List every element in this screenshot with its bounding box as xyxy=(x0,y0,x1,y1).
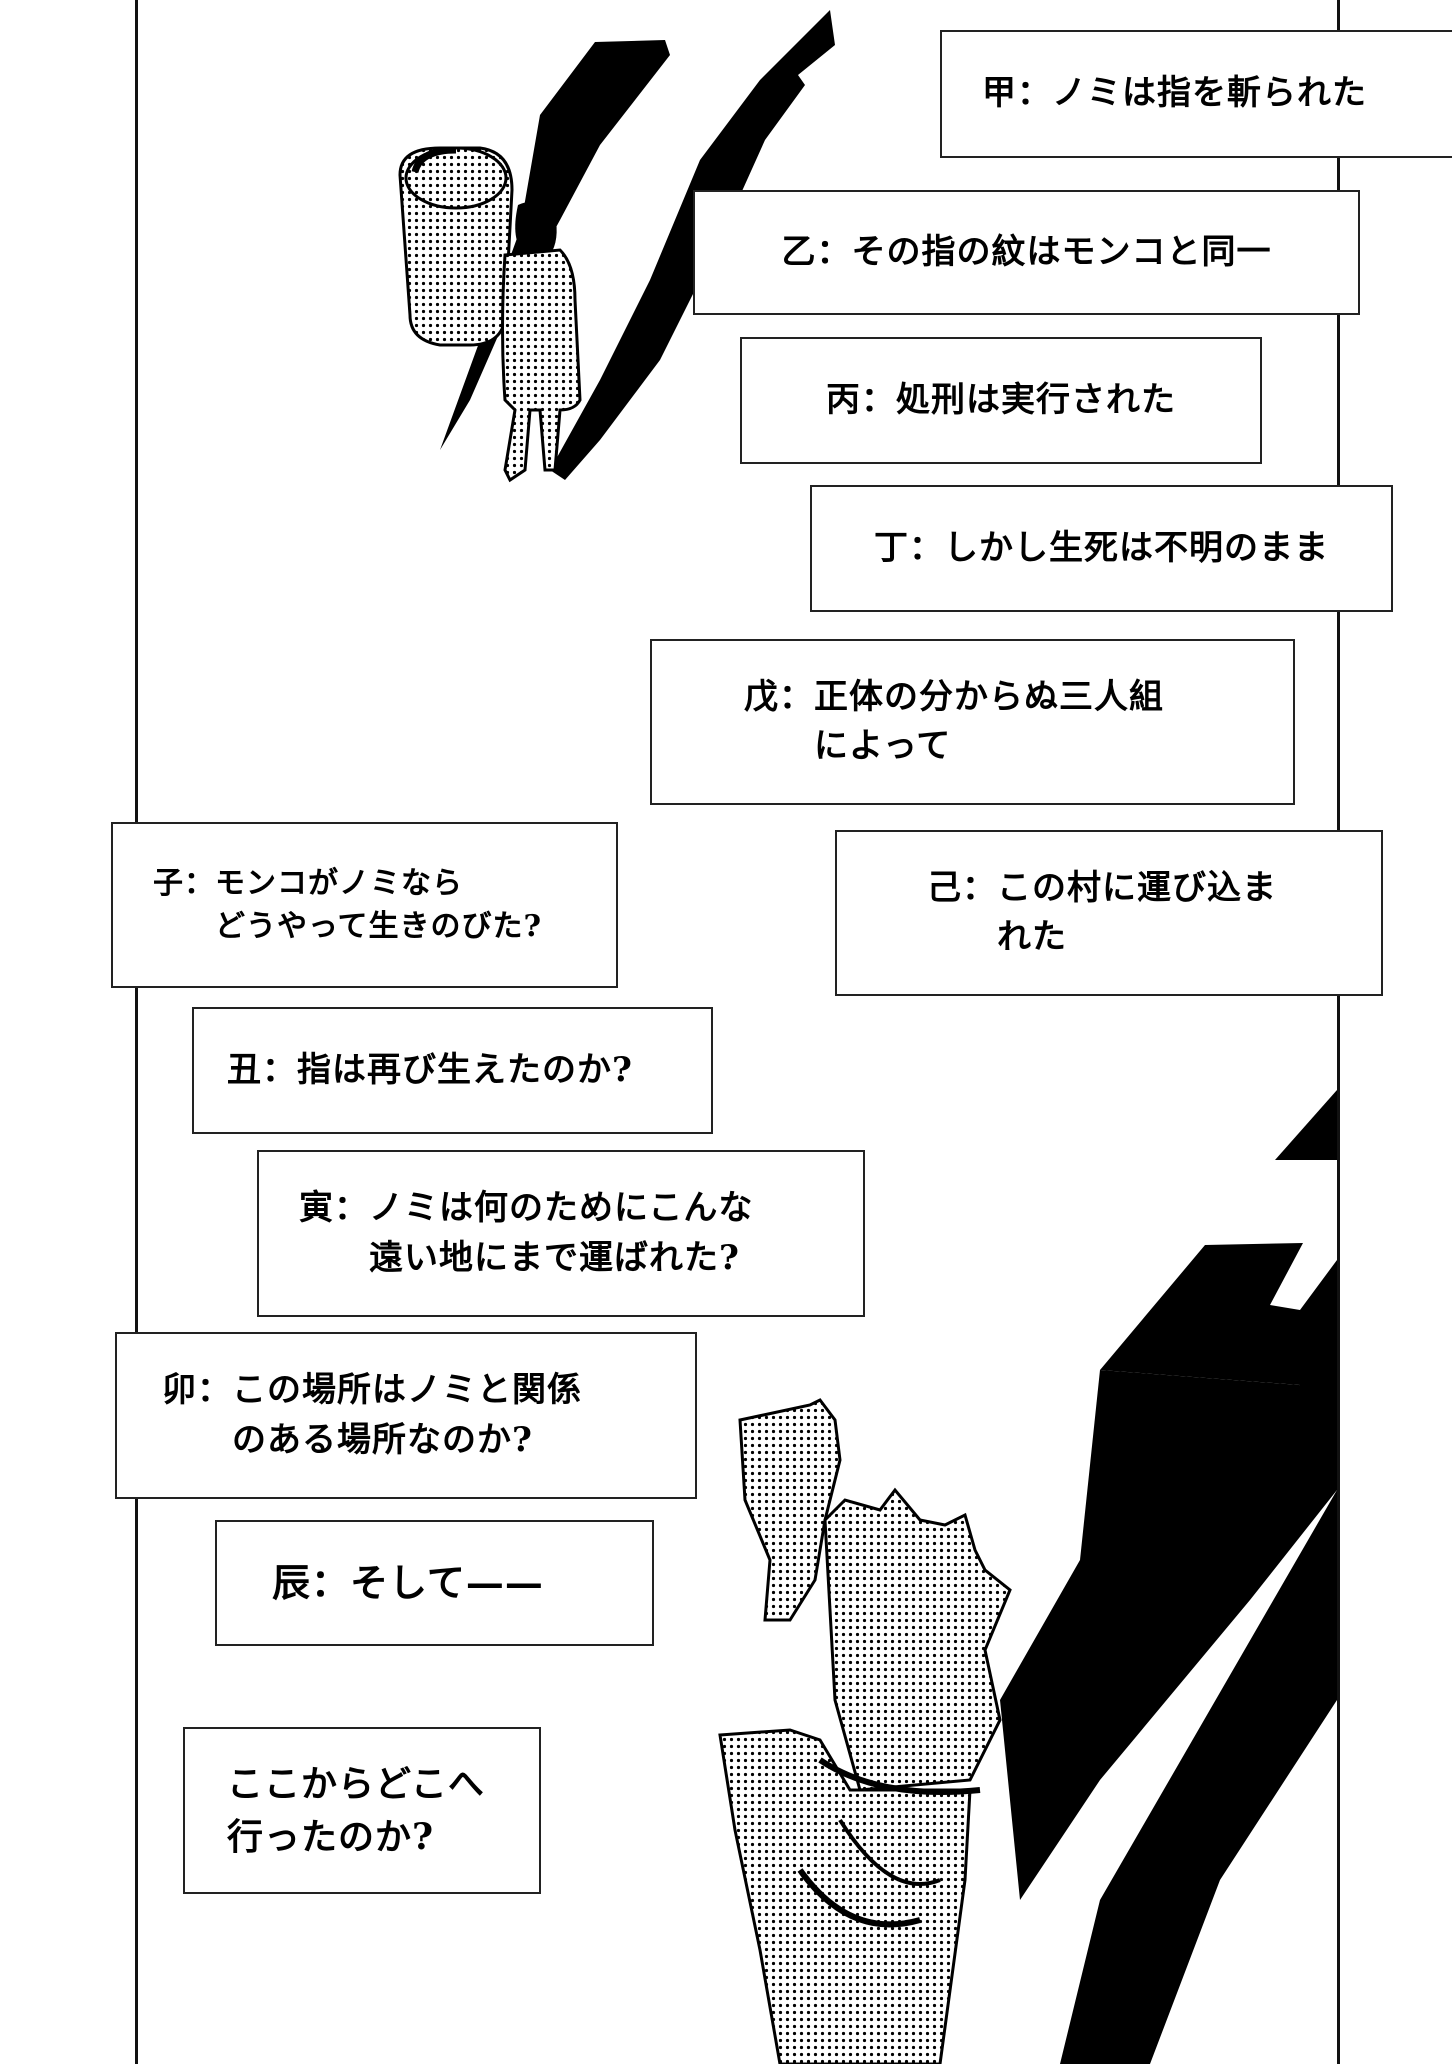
caption-line: 行ったのか? xyxy=(227,1815,435,1858)
caption-box-8: 丑： 指は再び生えたのか? xyxy=(192,1007,713,1134)
caption-line: れた xyxy=(997,917,1067,957)
panel-border-left xyxy=(135,0,138,2064)
broken-stake xyxy=(718,1398,1012,2064)
caption-line: その指の紋はモンコと同一 xyxy=(851,231,1272,272)
caption-label: 寅： xyxy=(299,1188,369,1229)
caption-line: この場所はノミと関係 xyxy=(232,1370,582,1411)
caption-line: 遠い地にまで運ばれた? xyxy=(369,1237,740,1278)
caption-box-3: 丙： 処刑は実行された xyxy=(740,337,1262,464)
caption-line: のある場所なのか? xyxy=(232,1419,533,1460)
caption-box-11: 辰： そして—— xyxy=(215,1520,654,1646)
caption-line: ここからどこへ xyxy=(227,1763,485,1806)
caption-box-12: ここからどこへ 行ったのか? xyxy=(183,1727,541,1894)
panel-border-right xyxy=(1337,0,1340,2064)
caption-line: しかし生死は不明のまま xyxy=(944,527,1329,568)
caption-box-10: 卯： この場所はノミと関係 のある場所なのか? xyxy=(115,1332,697,1499)
caption-box-6: 子： モンコがノミなら どうやって生きのびた? xyxy=(111,822,618,988)
caption-label: 卯： xyxy=(162,1370,232,1411)
caption-box-1: 甲： ノミは指を斬られた xyxy=(940,30,1452,158)
caption-line: どうやって生きのびた? xyxy=(215,909,543,944)
caption-line: そして—— xyxy=(350,1560,544,1606)
caption-line: ノミは何のためにこんな xyxy=(369,1188,754,1229)
caption-line: によって xyxy=(814,726,952,766)
caption-label: 乙： xyxy=(781,231,852,272)
caption-box-2: 乙： その指の紋はモンコと同一 xyxy=(693,190,1360,315)
caption-label: 己： xyxy=(927,867,997,908)
caption-label: 丁： xyxy=(874,527,944,568)
wall-shadow-upper xyxy=(1000,1090,1337,2064)
caption-label: 戊： xyxy=(744,676,814,717)
caption-box-9: 寅： ノミは何のためにこんな 遠い地にまで運ばれた? xyxy=(257,1150,865,1317)
caption-box-7: 己： この村に運び込ま れた xyxy=(835,830,1383,996)
caption-line: 正体の分からぬ三人組 xyxy=(814,676,1164,717)
caption-label: 丙： xyxy=(826,379,896,420)
standing-figure xyxy=(501,201,582,483)
caption-line: ノミは指を斬られた xyxy=(1052,73,1367,114)
caption-label: 辰： xyxy=(272,1560,351,1606)
caption-label: 子： xyxy=(153,865,215,901)
caption-label: 甲： xyxy=(982,73,1052,114)
caption-box-4: 丁： しかし生死は不明のまま xyxy=(810,485,1393,612)
caption-box-5: 戊： 正体の分からぬ三人組 によって xyxy=(650,639,1295,805)
caption-line: 指は再び生えたのか? xyxy=(297,1049,633,1090)
caption-line: この村に運び込ま xyxy=(997,867,1277,908)
barrel xyxy=(398,146,514,347)
caption-label: 丑： xyxy=(227,1049,297,1090)
caption-line: 処刑は実行された xyxy=(896,379,1176,420)
caption-line: モンコがノミなら xyxy=(215,865,463,901)
